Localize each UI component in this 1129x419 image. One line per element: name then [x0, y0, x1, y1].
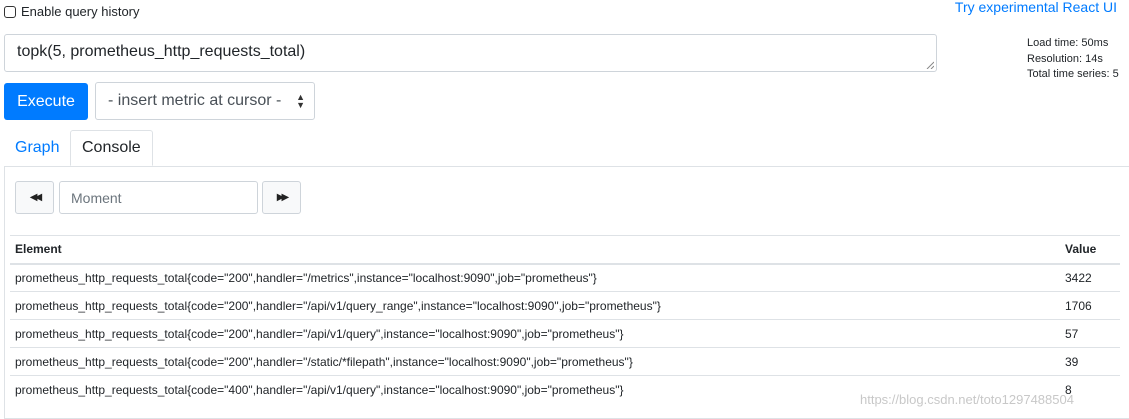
resolution: Resolution: 14s [1027, 52, 1103, 65]
query-stats: Load time: 50ms Resolution: 14s Total ti… [1027, 36, 1119, 83]
metric-select[interactable]: - insert metric at cursor - ▲▼ [95, 82, 315, 120]
react-ui-link[interactable]: Try experimental React UI [954, 0, 1117, 15]
table-row: prometheus_http_requests_total{code="400… [10, 375, 1120, 404]
query-history-toggle[interactable]: Enable query history [4, 4, 140, 19]
expression-text: topk(5, prometheus_http_requests_total) [17, 43, 306, 60]
tab-graph[interactable]: Graph [15, 139, 60, 156]
results-table: Element Value prometheus_http_requests_t… [10, 235, 1120, 404]
query-history-label: Enable query history [21, 4, 140, 19]
expression-input[interactable]: topk(5, prometheus_http_requests_total) [4, 34, 937, 72]
row-value: 57 [1060, 319, 1120, 348]
time-back-button[interactable]: ◀◀ [15, 181, 54, 214]
tab-bar: Graph Console [4, 130, 1129, 166]
total-time-series: Total time series: 5 [1027, 68, 1119, 80]
table-row: prometheus_http_requests_total{code="200… [10, 263, 1120, 292]
load-time: Load time: 50ms [1027, 37, 1109, 49]
watermark: https://blog.csdn.net/toto1297488504 [860, 392, 1074, 407]
fast-backward-icon: ◀◀ [29, 192, 43, 203]
query-history-checkbox[interactable] [4, 5, 16, 18]
row-value: 39 [1060, 347, 1120, 376]
table-row: prometheus_http_requests_total{code="200… [10, 347, 1120, 376]
tab-console[interactable]: Console [70, 130, 153, 166]
tab-divider [4, 166, 1129, 167]
time-forward-button[interactable]: ▶▶ [262, 181, 301, 214]
table-row: prometheus_http_requests_total{code="200… [10, 291, 1120, 320]
execute-button[interactable]: Execute [4, 83, 88, 120]
row-value: 3422 [1060, 263, 1120, 292]
row-element: prometheus_http_requests_total{code="200… [10, 347, 1060, 376]
resize-grip-icon[interactable] [926, 61, 934, 69]
moment-placeholder: Moment [71, 189, 122, 206]
row-value: 8 [1060, 375, 1120, 404]
table-header-row: Element Value [10, 235, 1120, 265]
fast-forward-icon: ▶▶ [276, 192, 290, 203]
table-row: prometheus_http_requests_total{code="200… [10, 319, 1120, 348]
row-element: prometheus_http_requests_total{code="200… [10, 263, 1060, 292]
row-value: 1706 [1060, 291, 1120, 320]
metric-select-value: - insert metric at cursor - [108, 92, 282, 109]
row-element: prometheus_http_requests_total{code="200… [10, 319, 1060, 348]
header-element: Element [10, 235, 1060, 265]
select-caret-icon: ▲▼ [296, 92, 305, 110]
header-value: Value [1060, 235, 1120, 265]
moment-input[interactable]: Moment [59, 181, 258, 214]
row-element: prometheus_http_requests_total{code="400… [10, 375, 1060, 404]
row-element: prometheus_http_requests_total{code="200… [10, 291, 1060, 320]
